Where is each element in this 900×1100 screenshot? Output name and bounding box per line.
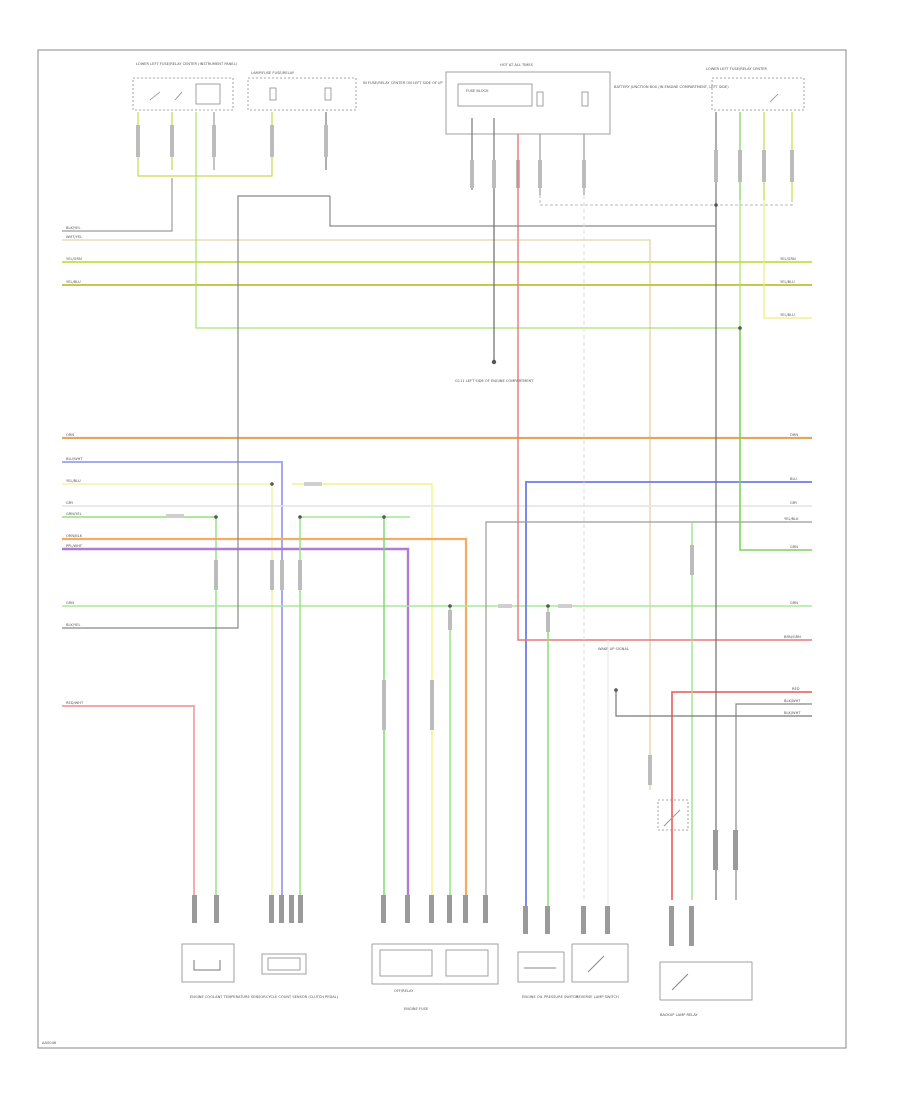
lamp-fuses-note: IN FUSE/RELAY CENTER ON LEFT SIDE OF I/P: [363, 81, 443, 85]
reverse-lamp-label: REVERSE LAMP SWITCH: [576, 995, 619, 999]
reverse-lamp-switch: REVERSE LAMP SWITCH: [571, 943, 629, 999]
fuse-block-label: FUSE BLOCK: [466, 89, 489, 93]
wire-label-left-3: YEL/GRN: [66, 257, 82, 261]
wire-label-right-9: GRN: [790, 601, 798, 605]
wire-label-left-14: RED/WHT: [66, 701, 84, 705]
lower-left-fuse-relay-center: LOWER LEFT FUSE/RELAY CENTER (INSTRUMENT…: [132, 62, 238, 111]
engine-fuse-label: ENGINE FUSE: [404, 1007, 429, 1011]
diagram-code: AA0046: [42, 1041, 57, 1045]
wire-label-right-5: BLU: [790, 477, 797, 481]
wire-label-right-2: YEL/BLU: [780, 280, 795, 284]
wire-label-right-3: YEL/BLU: [780, 313, 795, 317]
backup-lamp-relay: BACKUP LAMP RELAY: [659, 961, 753, 1017]
wire-label-left-12: GRN: [66, 601, 74, 605]
engine-oil-pressure-switch: ENGINE OIL PRESSURE SWITCH: [517, 951, 578, 999]
mid-connector-codes: [166, 482, 694, 785]
backup-lamp-relay-module: [657, 799, 689, 831]
wire-label-left-1: BLK/YEL: [66, 226, 81, 230]
wire-label-left-13: BLK/YEL: [66, 623, 81, 627]
wire-label-left-9: GRN/YEL: [66, 512, 82, 516]
wire-label-left-4: YEL/BLU: [66, 280, 81, 284]
wire-label-right-4: ORN: [790, 433, 798, 437]
wire-label-right-1: YEL/GRN: [780, 257, 796, 261]
battery-junction-note: BATTERY JUNCTION BOX (IN ENGINE COMPARTM…: [614, 85, 729, 89]
wire-label-left-11: PPL/WHT: [66, 544, 83, 548]
cycle-count-sensor-label: CYCLE COUNT SENSOR (CLUTCH PEDAL): [266, 995, 339, 999]
splice-points: [214, 203, 742, 692]
wire-label-right-10: BRN/GRN: [784, 635, 801, 639]
wire-label-left-6: BLU/WHT: [66, 457, 83, 461]
wire-label-left-5: ORN: [66, 433, 74, 437]
lamp-fuses-label: LAMP/FUSE FUSE/RELAY: [251, 71, 295, 75]
backup-lamp-relay-label: BACKUP LAMP RELAY: [660, 1013, 699, 1017]
cycle-count-sensor: CYCLE COUNT SENSOR (CLUTCH PEDAL): [261, 953, 339, 999]
lower-left-fuse-relay-label: LOWER LEFT FUSE/RELAY CENTER (INSTRUMENT…: [136, 62, 238, 66]
wire-label-right-12: BLK/WHT: [784, 699, 801, 703]
left-wire-labels: BLK/YEL WHT/YEL YEL/GRN YEL/BLU ORN BLU/…: [66, 226, 84, 705]
wire-label-right-13: BLK/WHT: [784, 711, 801, 715]
right-side-wires: [299, 134, 812, 906]
wire-label-left-7: YEL/BLU: [66, 479, 81, 483]
engine-coolant-temperature-sensor: ENGINE COOLANT TEMPERATURE SENSOR: [181, 943, 266, 999]
oil-pressure-label: ENGINE OIL PRESSURE SWITCH: [522, 995, 578, 999]
right-wire-labels: YEL/GRN YEL/BLU YEL/BLU ORN BLU GRY YEL/…: [780, 257, 801, 715]
lower-right-fuse-relay-center: LOWER LEFT FUSE/RELAY CENTER: [706, 67, 805, 111]
wire-label-right-8: GRN: [790, 545, 798, 549]
off-relay-label: OFF/RELAY: [394, 989, 414, 993]
battery-junction-box: HOT AT ALL TIMES FUSE BLOCK BATTERY JUNC…: [445, 63, 729, 135]
wire-label-right-7: YEL/BLK: [784, 517, 799, 521]
engine-coolant-temp-label: ENGINE COOLANT TEMPERATURE SENSOR: [190, 995, 266, 999]
bottom-connector-stubs: [192, 640, 738, 946]
lamp-fuse-relay-box: LAMP/FUSE FUSE/RELAY IN FUSE/RELAY CENTE…: [247, 71, 443, 111]
lower-right-fuse-relay-label: LOWER LEFT FUSE/RELAY CENTER: [706, 67, 768, 71]
wake-up-signal-label: WAKE UP SIGNAL: [598, 647, 629, 651]
diagram-frame: [37, 49, 847, 1049]
wire-label-left-2: WHT/YEL: [66, 235, 82, 239]
hot-at-all-times-label: HOT AT ALL TIMES: [500, 63, 534, 67]
wire-label-right-11: RED: [792, 687, 800, 691]
engine-fuse-relay-module: OFF/RELAY ENGINE FUSE: [371, 943, 499, 1011]
wire-label-right-6: GRY: [790, 501, 798, 505]
top-connector-stubs: [136, 112, 794, 200]
ground-label: G111 LEFT SIDE OF ENGINE COMPARTMENT: [455, 379, 534, 383]
wire-label-left-8: GRY: [66, 501, 74, 505]
horizontal-wire-bus: [62, 112, 812, 900]
wire-label-left-10: ORN/BLK: [66, 534, 83, 538]
